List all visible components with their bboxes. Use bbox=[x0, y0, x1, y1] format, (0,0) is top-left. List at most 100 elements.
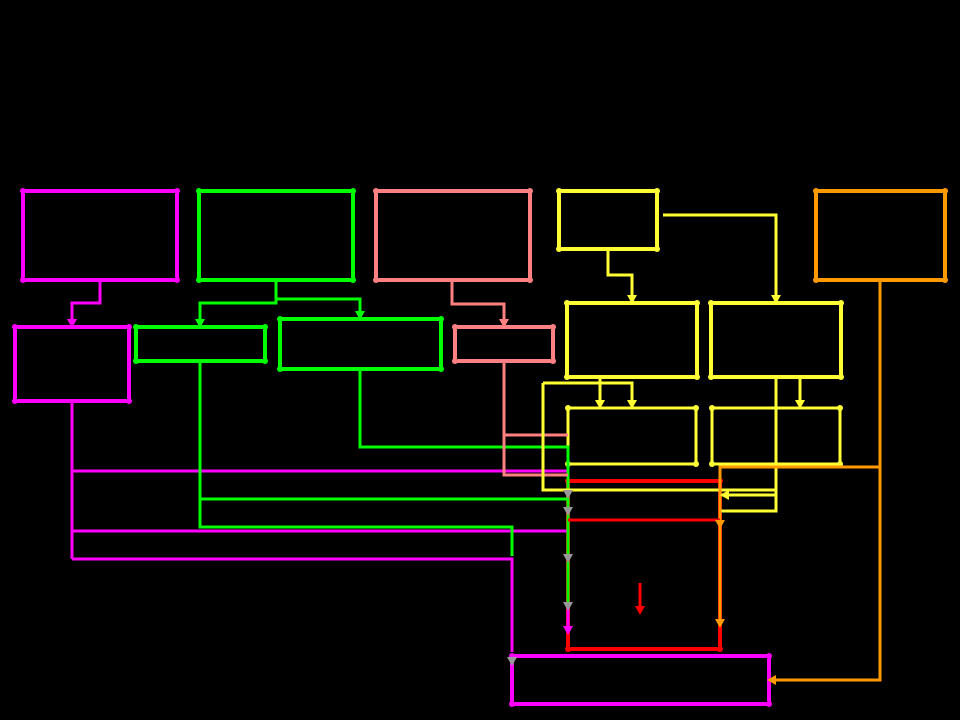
box-magenta-top-corner-1 bbox=[174, 188, 180, 194]
box-green-top-corner-2 bbox=[196, 277, 202, 283]
box-salmon-top-corner-3 bbox=[527, 277, 533, 283]
box-magenta-mid-corner-1 bbox=[126, 324, 132, 330]
arrowhead-orange-bottom bbox=[767, 675, 776, 685]
box-salmon-mid-corner-0 bbox=[452, 324, 458, 330]
arrowhead-yellow-mid-left bbox=[627, 295, 637, 304]
box-green-mid-left-corner-3 bbox=[262, 358, 268, 364]
box-red-center[interactable] bbox=[566, 479, 722, 651]
connector-yellow-mid-to-low-b bbox=[543, 381, 634, 403]
box-salmon-top-corner-1 bbox=[527, 188, 533, 194]
arrowhead-magenta-feed bbox=[563, 626, 573, 635]
box-green-mid-right[interactable] bbox=[278, 317, 443, 371]
connector-yellow-right-loop bbox=[720, 377, 778, 513]
box-yellow-mid-left-corner-3 bbox=[694, 374, 700, 380]
box-magenta-top-corner-2 bbox=[20, 277, 26, 283]
arrowhead-yellow-low-left-b bbox=[627, 400, 637, 409]
connector-green-top-split bbox=[198, 280, 278, 322]
box-magenta-mid-corner-3 bbox=[126, 398, 132, 404]
arrowhead-gray-2 bbox=[563, 507, 573, 516]
box-green-top-corner-0 bbox=[196, 188, 202, 194]
box-magenta-mid-corner-0 bbox=[12, 324, 18, 330]
arrowhead-yellow-mid-right bbox=[771, 295, 781, 304]
box-green-top[interactable] bbox=[197, 189, 355, 282]
box-salmon-top-corner-0 bbox=[373, 188, 379, 194]
box-magenta-bottom-corner-1 bbox=[766, 653, 772, 659]
box-yellow-low-left[interactable] bbox=[566, 406, 698, 466]
box-salmon-mid[interactable] bbox=[453, 325, 555, 363]
arrowhead-gray-1 bbox=[563, 490, 573, 499]
box-green-mid-right-corner-2 bbox=[277, 366, 283, 372]
arrowhead-orange-2 bbox=[715, 619, 725, 628]
arrowhead-gray-4 bbox=[563, 602, 573, 611]
box-yellow-mid-right-corner-2 bbox=[708, 374, 714, 380]
box-yellow-low-left-corner-3 bbox=[693, 461, 699, 467]
connectors bbox=[70, 213, 882, 682]
connector-orange-branch bbox=[718, 465, 880, 623]
connector-salmon-down bbox=[502, 361, 568, 477]
box-yellow-mid-left[interactable] bbox=[565, 301, 699, 379]
box-yellow-low-right-corner-2 bbox=[709, 461, 715, 467]
connector-magenta-top-to-mid bbox=[70, 280, 102, 322]
box-yellow-mid-left-corner-2 bbox=[564, 374, 570, 380]
arrowhead-yellow-into-red bbox=[720, 490, 729, 500]
box-green-mid-left-corner-2 bbox=[133, 358, 139, 364]
box-yellow-low-right-corner-0 bbox=[709, 405, 715, 411]
box-orange-top-corner-0 bbox=[813, 188, 819, 194]
arrowhead-orange-1 bbox=[715, 520, 725, 529]
box-magenta-bottom[interactable] bbox=[510, 654, 771, 706]
arrowhead-green-left bbox=[195, 319, 205, 328]
arrowheads bbox=[67, 295, 805, 685]
box-yellow-top-corner-0 bbox=[556, 188, 562, 194]
box-magenta-top[interactable] bbox=[21, 189, 179, 282]
box-yellow-top-corner-3 bbox=[654, 246, 660, 252]
box-salmon-mid-corner-1 bbox=[550, 324, 556, 330]
box-orange-top[interactable] bbox=[814, 189, 947, 282]
box-yellow-top-corner-1 bbox=[654, 188, 660, 194]
box-salmon-top[interactable] bbox=[374, 189, 532, 282]
box-red-center-corner-3 bbox=[717, 646, 723, 652]
arrowhead-gray-bottom bbox=[507, 657, 517, 666]
box-magenta-bottom-corner-3 bbox=[766, 701, 772, 707]
box-yellow-mid-left-corner-0 bbox=[564, 300, 570, 306]
box-yellow-mid-right[interactable] bbox=[709, 301, 843, 379]
arrowhead-red-down bbox=[635, 606, 645, 615]
arrowhead-magenta-mid bbox=[67, 319, 77, 328]
box-magenta-top-corner-0 bbox=[20, 188, 26, 194]
corner-dots bbox=[12, 188, 948, 707]
box-green-mid-right-corner-3 bbox=[438, 366, 444, 372]
box-yellow-top-corner-2 bbox=[556, 246, 562, 252]
box-yellow-mid-left-corner-1 bbox=[694, 300, 700, 306]
box-green-mid-right-corner-0 bbox=[277, 316, 283, 322]
arrowhead-yellow-low-left-a bbox=[595, 400, 605, 409]
connector-green-left-down bbox=[198, 361, 514, 556]
box-magenta-bottom-corner-2 bbox=[509, 701, 515, 707]
box-green-top-corner-3 bbox=[350, 277, 356, 283]
box-yellow-mid-right-corner-0 bbox=[708, 300, 714, 306]
arrowhead-green-right bbox=[355, 311, 365, 320]
box-red-center-corner-2 bbox=[565, 646, 571, 652]
box-orange-top-corner-2 bbox=[813, 277, 819, 283]
box-orange-top-corner-1 bbox=[942, 188, 948, 194]
box-yellow-mid-right-corner-3 bbox=[838, 374, 844, 380]
connector-salmon-top-to-mid bbox=[450, 280, 506, 322]
connector-magenta-bus-3 bbox=[72, 557, 514, 652]
box-salmon-mid-corner-3 bbox=[550, 358, 556, 364]
box-green-mid-left-corner-0 bbox=[133, 324, 139, 330]
box-green-mid-left[interactable] bbox=[134, 325, 267, 363]
box-magenta-mid-corner-2 bbox=[12, 398, 18, 404]
box-yellow-low-right-corner-1 bbox=[837, 405, 843, 411]
connector-yellow-left-loop bbox=[541, 383, 776, 492]
box-salmon-mid-corner-2 bbox=[452, 358, 458, 364]
arrowhead-salmon-mid bbox=[499, 319, 509, 328]
box-yellow-low-left-corner-0 bbox=[565, 405, 571, 411]
connector-orange-trunk bbox=[772, 280, 882, 682]
box-salmon-top-corner-2 bbox=[373, 277, 379, 283]
box-green-mid-right-corner-1 bbox=[438, 316, 444, 322]
arrowhead-gray-3 bbox=[563, 554, 573, 563]
box-green-top-corner-1 bbox=[350, 188, 356, 194]
arrowhead-yellow-low-right bbox=[795, 400, 805, 409]
box-magenta-mid[interactable] bbox=[13, 325, 131, 403]
box-yellow-top[interactable] bbox=[557, 189, 659, 251]
